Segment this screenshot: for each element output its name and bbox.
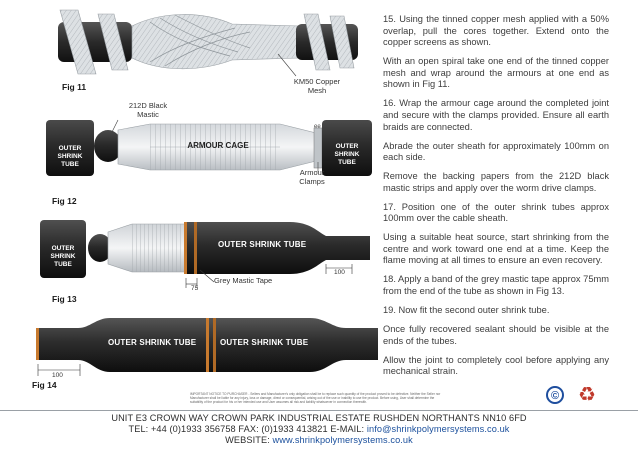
fig12-drawing: ee [46,119,372,176]
footer-website-prefix: WEBSITE: [225,435,273,445]
fig14-drawing [36,318,378,376]
instructions-column: 15. Using the tinned copper mesh applied… [383,14,609,385]
fig11-label: Fig 11 [62,82,87,92]
fig13-tube-left-label: OUTER SHRINK TUBE [50,245,76,268]
instruction-paragraph: 17. Position one of the outer shrink tub… [383,201,609,224]
svg-text:♻: ♻ [578,383,596,405]
recycle-icon: ♻ [578,382,596,406]
svg-text:©: © [551,390,559,402]
fig11-drawing [58,9,358,77]
instruction-paragraph: Remove the backing papers from the 212D … [383,171,609,193]
fig12-tube-right-label: OUTER SHRINK TUBE [334,143,360,166]
instruction-paragraph: Abrade the outer sheath for approximatel… [383,140,609,163]
recycle-logo: ♻ [576,382,598,406]
fig13-callout-tape: Grey Mastic Tape [214,276,273,285]
footer-phone-fax: TEL: +44 (0)1933 356758 FAX: (0)1933 413… [128,424,367,434]
footer-divider [0,410,638,411]
fig14-tube-right-label: OUTER SHRINK TUBE [220,338,309,347]
instruction-paragraph: Using a suitable heat source, start shri… [383,232,609,266]
instruction-paragraph: Allow the joint to completely cool befor… [383,354,609,377]
fig12-tube-left-label: OUTER SHRINK TUBE [57,145,83,168]
instruction-paragraph: 19. Now fit the second outer shrink tube… [383,305,550,315]
footer: UNIT E3 CROWN WAY CROWN PARK INDUSTRIAL … [0,413,638,446]
footer-address: UNIT E3 CROWN WAY CROWN PARK INDUSTRIAL … [111,413,527,423]
instruction-paragraph: Once fully recovered sealant should be v… [383,323,609,346]
fig12-callout-mastic: 212D Black Mastic [128,101,168,119]
instruction-paragraph: 16. Wrap the armour cage around the comp… [383,98,609,132]
fig12-callout-clamps: Armour Clamps [299,168,325,186]
footer-contact: TEL: +44 (0)1933 356758 FAX: (0)1933 413… [0,424,638,435]
fig13-label: Fig 13 [52,294,77,304]
fig14-dim-100: 100 [52,372,63,379]
footer-website: WEBSITE: www.shrinkpolymersystems.co.uk [0,435,638,446]
instruction-paragraph: 15. Using the tinned copper mesh applied… [383,14,609,48]
copyright-logo: © [546,386,564,404]
copyright-icon: © [546,386,564,404]
fig12-callout-cage: ARMOUR CAGE [187,141,249,150]
figures-column: Fig 11 KM50 Copper Mesh ee 2 [32,9,378,390]
fig13-dim-100: 100 [334,269,345,276]
fig13-drawing [40,220,370,288]
fig12-label: Fig 12 [52,196,77,206]
instruction-paragraph: 18. Apply a band of the grey mastic tape… [383,274,609,297]
svg-text:ee: ee [314,124,321,130]
fig13-dim-75: 75 [191,285,199,292]
fig13-tube-main-label: OUTER SHRINK TUBE [218,240,307,249]
purchaser-notice: IMPORTANT NOTICE TO PURCHASER - Sellers … [190,392,441,404]
website-link[interactable]: www.shrinkpolymersystems.co.uk [272,435,413,445]
email-link[interactable]: info@shrinkpolymersystems.co.uk [366,424,510,434]
fig11-callout-mesh: KM50 Copper Mesh [293,77,341,95]
fig14-tube-left-label: OUTER SHRINK TUBE [108,338,197,347]
instruction-paragraph: With an open spiral take one end of the … [383,56,609,90]
fig14-label: Fig 14 [32,380,57,390]
